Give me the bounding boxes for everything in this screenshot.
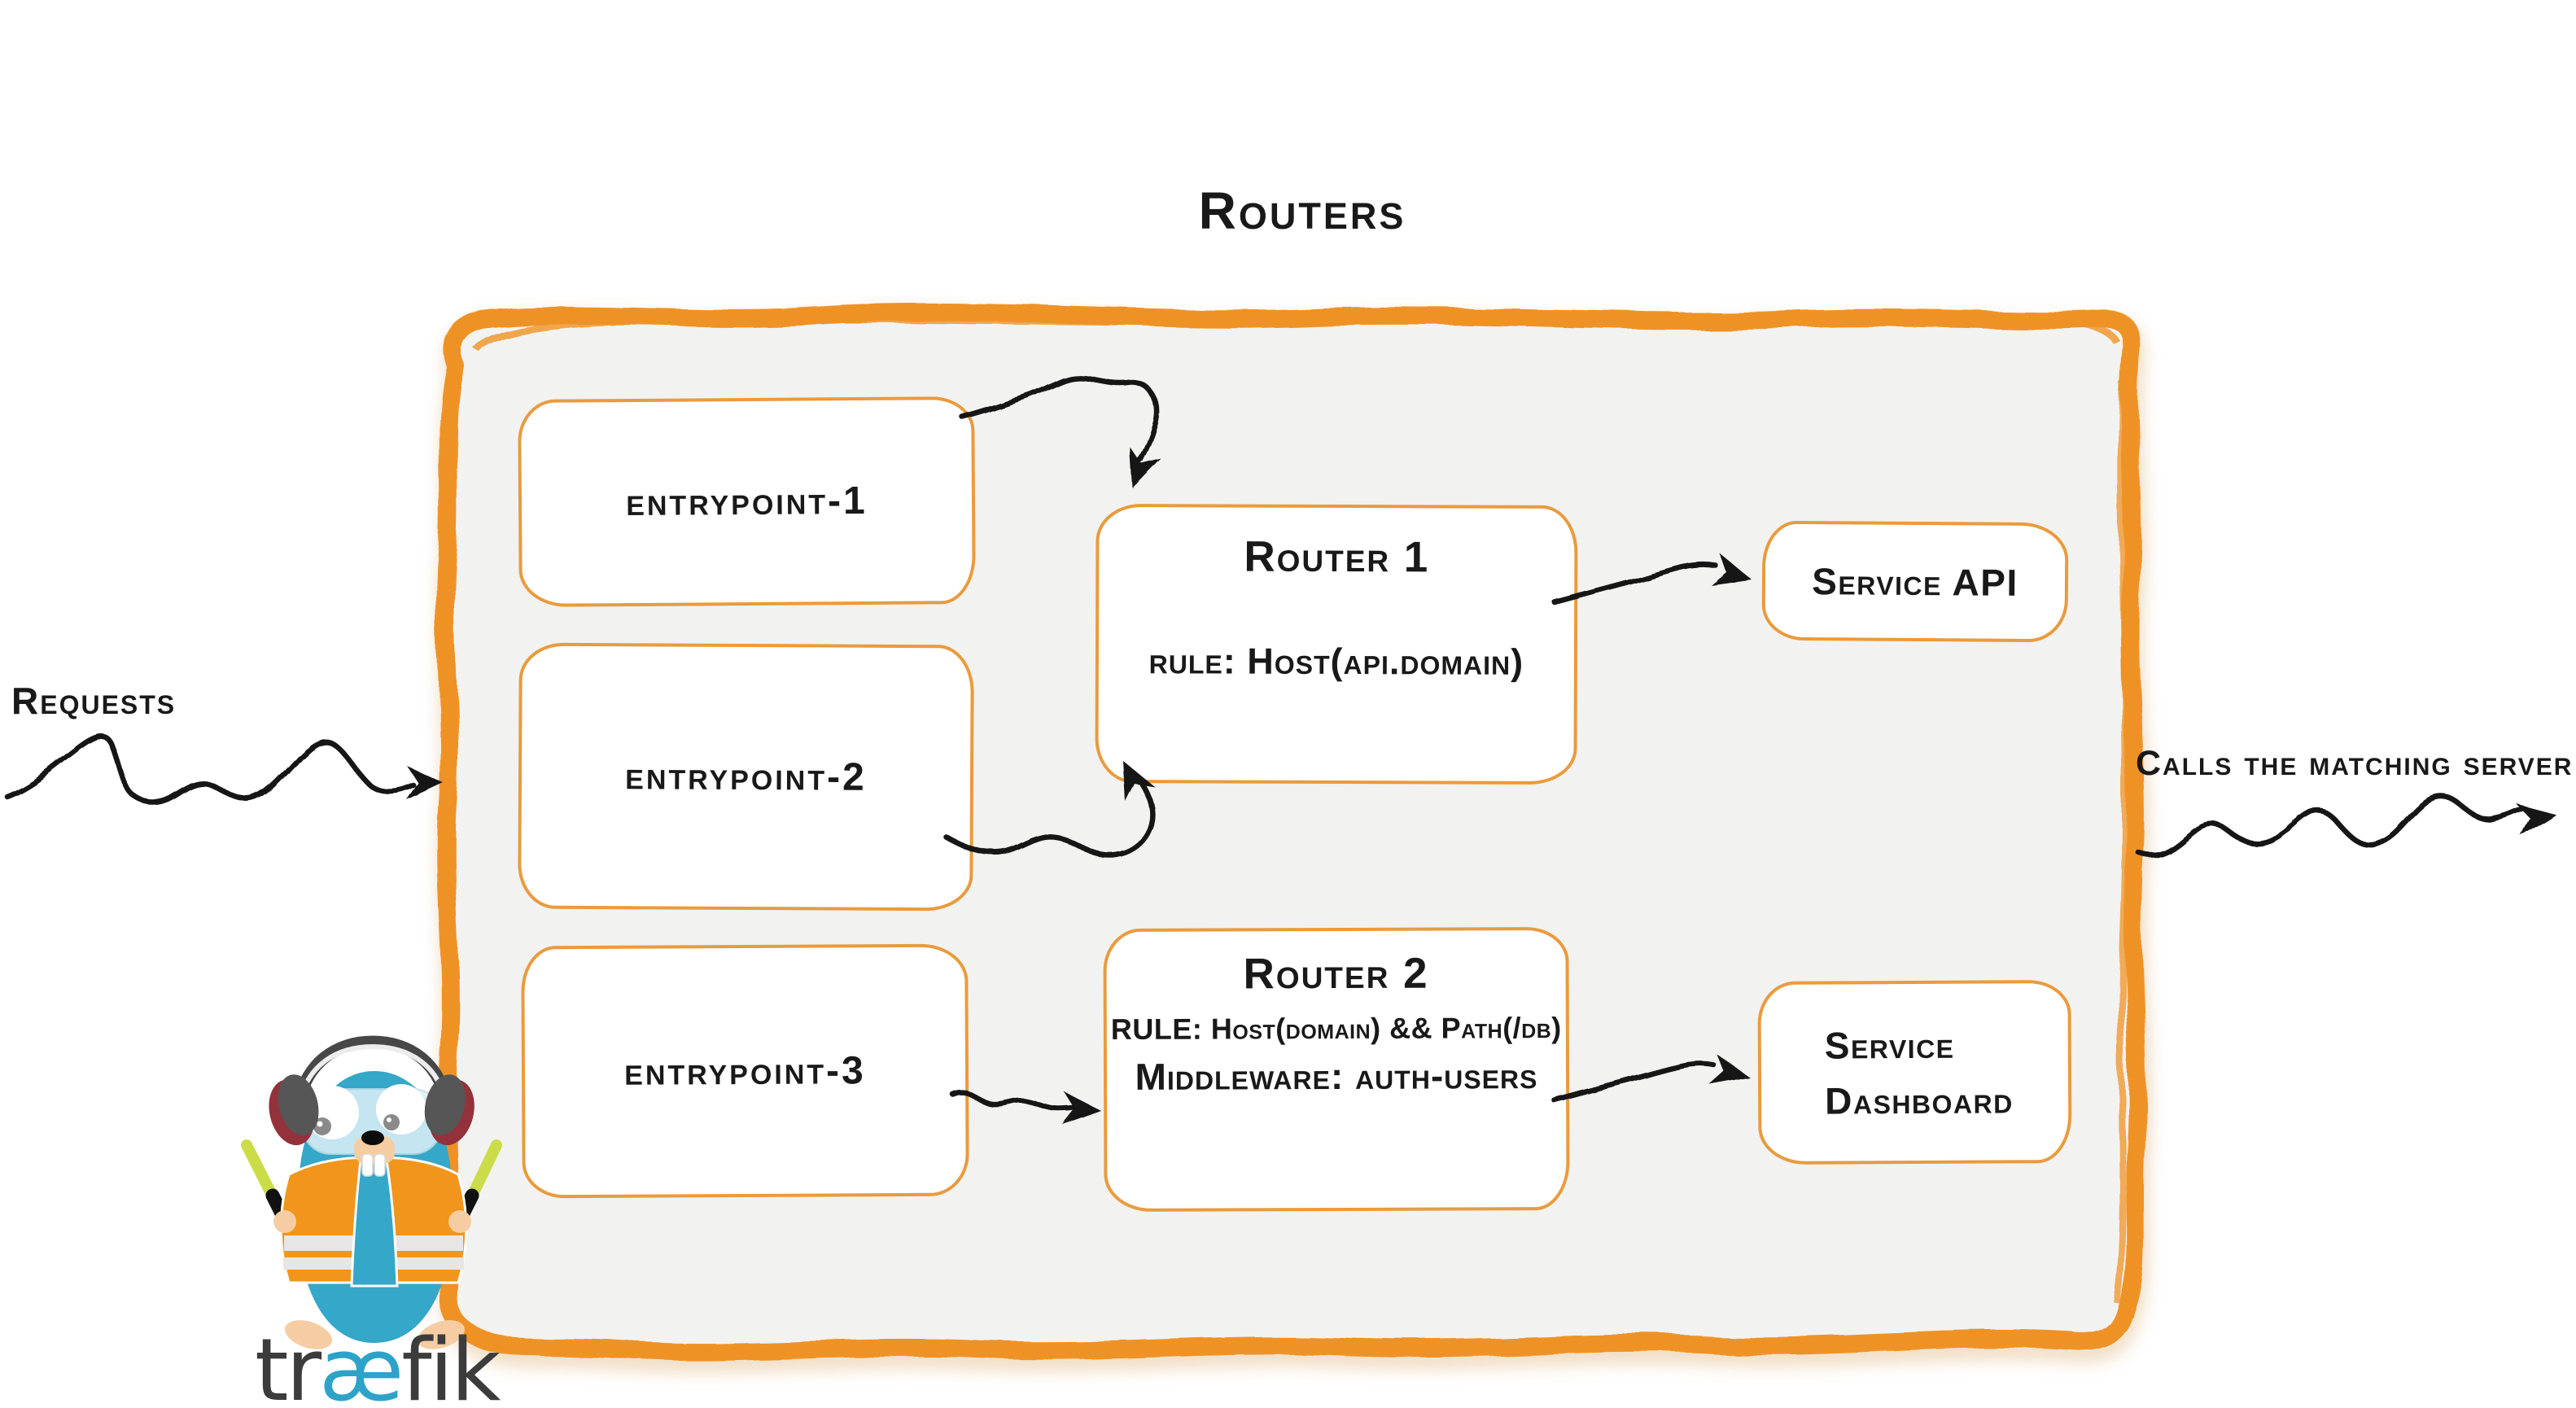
router-2-box: Router 2 RULE: Host(domain) && Path(/db)… xyxy=(1103,927,1570,1212)
gopher-hand-right xyxy=(448,1210,471,1233)
entrypoint-3-box: entrypoint-3 xyxy=(521,943,969,1199)
service-dashboard-box: Service Dashboard xyxy=(1757,979,2072,1165)
entrypoint-3-label: entrypoint-3 xyxy=(624,1048,866,1094)
router-1-box: Router 1 rule: Host(api.domain) xyxy=(1095,503,1578,785)
headphones xyxy=(269,1035,475,1146)
gopher-tooth-left xyxy=(361,1153,374,1177)
router-2-rule: RULE: Host(domain) && Path(/db) xyxy=(1110,1011,1562,1046)
gopher-nose xyxy=(361,1130,384,1145)
entrypoint-1-label: entrypoint-1 xyxy=(626,479,868,525)
router-2-title: Router 2 xyxy=(1243,949,1429,999)
router-1-title: Router 1 xyxy=(1244,532,1430,582)
entrypoint-2-box: entrypoint-2 xyxy=(518,642,974,912)
gopher-pupil-left xyxy=(313,1117,331,1135)
service-api-box: Service API xyxy=(1761,520,2069,643)
gopher-eye-right xyxy=(376,1084,426,1135)
calls-matching-server-label: Calls the matching server xyxy=(2136,744,2574,783)
service-api-label: Service API xyxy=(1812,559,2018,604)
entrypoint-1-box: entrypoint-1 xyxy=(518,396,976,607)
gopher-hand-left xyxy=(273,1210,296,1233)
safety-vest xyxy=(279,1157,468,1288)
gopher-pupil-right xyxy=(383,1114,400,1130)
router-1-rule: rule: Host(api.domain) xyxy=(1148,640,1524,683)
gopher-tooth-right xyxy=(374,1153,386,1177)
requests-label: Requests xyxy=(11,680,177,722)
traefik-logo: træfik xyxy=(241,1035,504,1408)
entrypoint-2-label: entrypoint-2 xyxy=(625,754,867,799)
gopher-foot-right xyxy=(418,1320,465,1349)
gopher-foot-left xyxy=(285,1320,332,1349)
diagram-title: Routers xyxy=(1198,181,1406,240)
service-dashboard-label-line1: Service xyxy=(1824,1023,1955,1067)
service-dashboard-label-line2: Dashboard xyxy=(1825,1078,2014,1122)
traefik-wordmark: træfik xyxy=(255,1320,501,1408)
router-2-middleware: Middleware: auth-users xyxy=(1135,1054,1538,1098)
